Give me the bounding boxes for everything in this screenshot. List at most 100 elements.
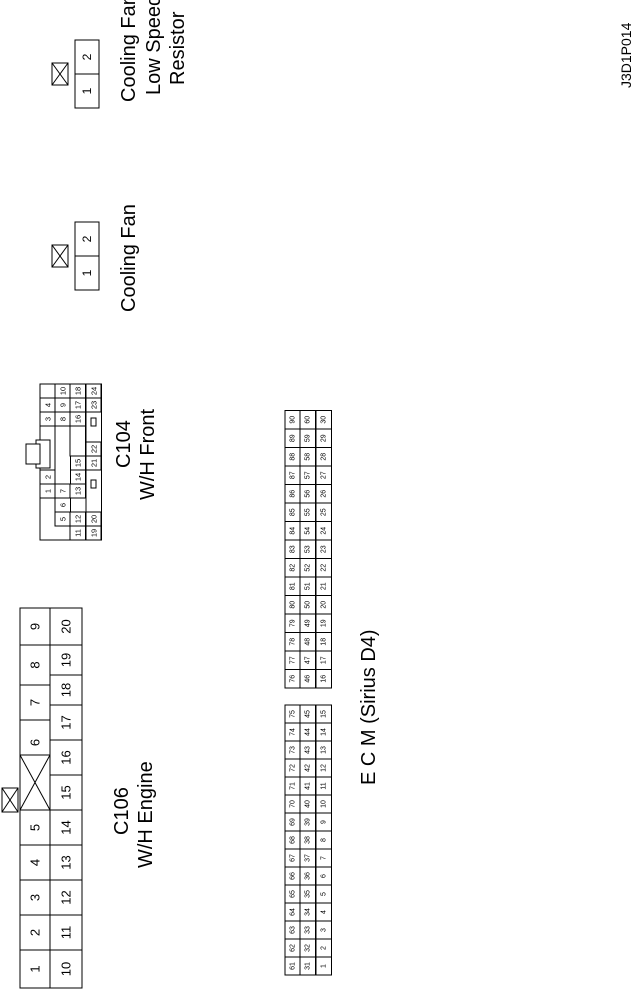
c106-key-cross (19, 754, 51, 811)
ecm-pin: 30 (320, 416, 327, 424)
c106-pin: 8 (28, 661, 43, 668)
c104-pin: 18 (73, 387, 82, 395)
c104-blank (69, 425, 86, 457)
c106-pin: 12 (59, 890, 74, 904)
ecm-pin: 23 (320, 545, 327, 553)
pin-cell (19, 684, 51, 721)
ecm-pin: 26 (320, 490, 327, 498)
ecm-pin: 1 (320, 964, 327, 968)
ecm-pin: 47 (304, 656, 311, 664)
ecm-pin: 48 (304, 638, 311, 646)
c106-pin: 17 (59, 715, 74, 729)
ecm-pin: 62 (289, 944, 296, 952)
pin-cell (19, 914, 51, 951)
pin-cell (49, 844, 83, 881)
ecm-pin: 74 (289, 728, 296, 736)
c104-pin: 8 (58, 417, 67, 421)
ecm-pin: 84 (289, 527, 296, 535)
c104-pin: 22 (89, 445, 98, 453)
ecm-label: E C M (Sirius D4) (358, 629, 380, 785)
ecm-pin: 42 (304, 764, 311, 772)
ecm-pin: 55 (304, 508, 311, 516)
c106-pin: 5 (28, 824, 43, 831)
c106-pin: 9 (28, 623, 43, 630)
ecm-pin: 27 (320, 471, 327, 479)
pin-cell (49, 644, 83, 676)
ecm-pin: 21 (320, 582, 327, 590)
pin-cell (19, 644, 51, 686)
image-code: J3D1P014 (618, 22, 634, 88)
ecm-pin: 14 (320, 728, 327, 736)
c104-pin: 11 (73, 529, 82, 537)
ecm-pin: 3 (320, 928, 327, 932)
c106-pin: 3 (28, 894, 43, 901)
c106-pin: 11 (59, 926, 74, 940)
c106-pin: 20 (59, 619, 74, 633)
pin-cell (49, 674, 83, 706)
ecm-pin: 59 (304, 434, 311, 442)
c106-pin: 1 (28, 965, 43, 972)
ecm-pin: 52 (304, 564, 311, 572)
ecm-pin: 11 (320, 782, 327, 789)
ecm-pin: 50 (304, 601, 311, 609)
pin-cell (49, 949, 83, 989)
cooling-fan-pin: 2 (80, 235, 94, 242)
ecm-pin: 7 (320, 856, 327, 860)
ecm-pin: 39 (304, 818, 311, 826)
ecm-pin: 66 (289, 872, 296, 880)
ecm-pin: 76 (289, 675, 296, 683)
c104-pin: 9 (58, 403, 67, 407)
c104-pin: 1 (43, 489, 52, 493)
c106-pin: 13 (59, 855, 74, 869)
c106-pin: 16 (59, 750, 74, 764)
ecm-pin: 18 (320, 638, 327, 646)
ecm-pin: 8 (320, 838, 327, 842)
ecm-pin: 24 (320, 527, 327, 535)
ecm-pin: 54 (304, 527, 311, 535)
c104-pin: 6 (58, 503, 67, 507)
pin-cell (49, 704, 83, 741)
pin-cell (74, 221, 100, 257)
ecm-pin: 64 (289, 908, 296, 916)
c104-pin: 5 (58, 517, 67, 521)
ecm-pin: 65 (289, 890, 296, 898)
ecm-pin: 89 (289, 434, 296, 442)
c106-pin: 14 (59, 820, 74, 834)
resistor-label-line1: Cooling Fan (118, 0, 140, 102)
c106-pin: 4 (28, 859, 43, 866)
pin-cell (49, 774, 83, 811)
cooling-fan-latch-icon (51, 244, 69, 268)
c104-blank (54, 425, 71, 485)
ecm-pin: 71 (289, 782, 296, 790)
c104-pin: 23 (89, 401, 98, 409)
ecm-pin: 83 (289, 545, 296, 553)
ecm-pin: 15 (320, 710, 327, 718)
ecm-pin: 85 (289, 508, 296, 516)
ecm-pin: 49 (304, 619, 311, 627)
ecm-pin: 60 (304, 416, 311, 424)
ecm-pin: 73 (289, 746, 296, 754)
ecm-pin: 78 (289, 638, 296, 646)
ecm-pin: 12 (320, 764, 327, 772)
ecm-pin: 57 (304, 471, 311, 479)
c104-sublabel: W/H Front (137, 408, 159, 500)
ecm-pin: 44 (304, 728, 311, 736)
connector-cooling-fan: 12 (51, 221, 100, 291)
ecm-pin: 81 (289, 582, 296, 590)
connector-cooling-fan-resistor: 12 (51, 39, 100, 109)
ecm-pin: 29 (320, 434, 327, 442)
pin-cell (74, 73, 100, 109)
ecm-pin: 53 (304, 545, 311, 553)
ecm-pin: 37 (304, 854, 311, 862)
ecm-pin: 80 (289, 601, 296, 609)
c104-key-slot (90, 479, 97, 489)
ecm-pin: 88 (289, 453, 296, 461)
ecm-pin: 13 (320, 746, 327, 754)
ecm-pin: 61 (289, 962, 296, 970)
pin-cell (19, 949, 51, 989)
ecm-pin: 6 (320, 874, 327, 878)
c106-pin: 6 (28, 739, 43, 746)
